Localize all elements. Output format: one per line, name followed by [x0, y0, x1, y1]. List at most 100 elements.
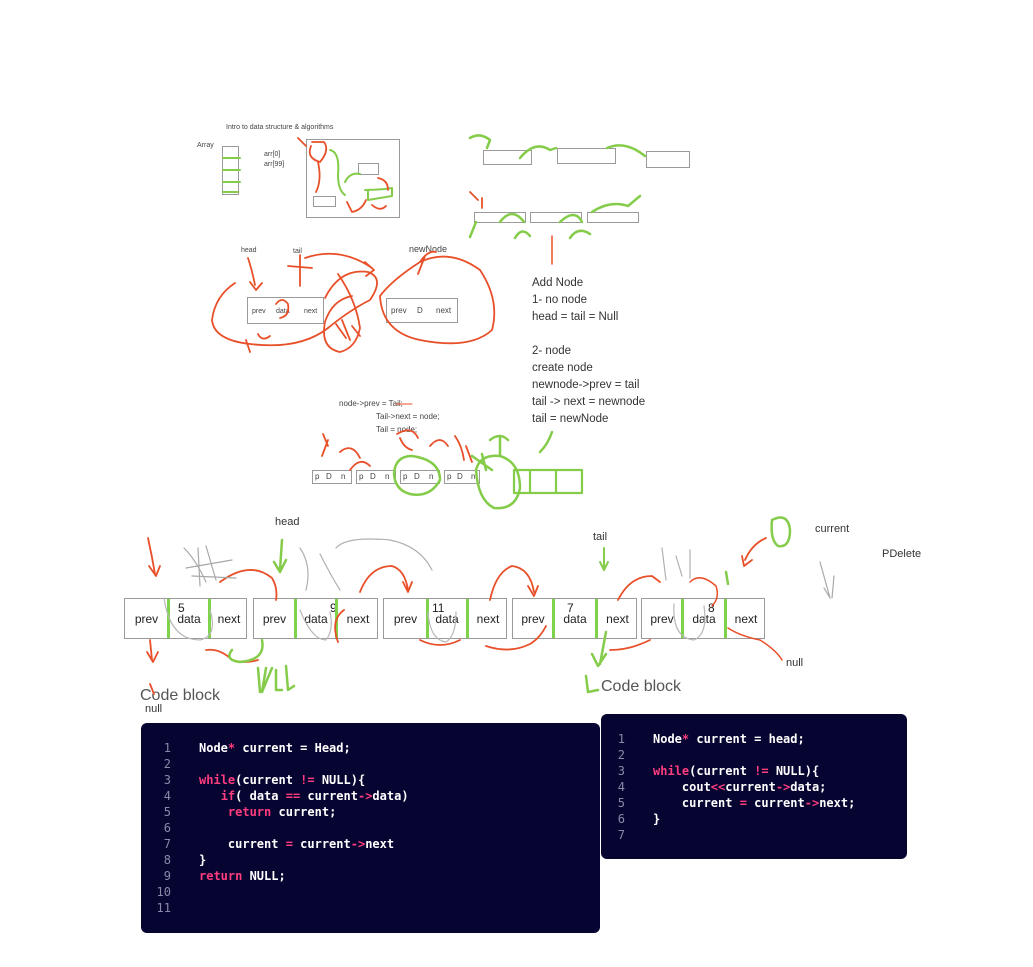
- code-line: Node* current = Head;: [199, 741, 351, 755]
- sketch-prev: prev: [252, 308, 266, 315]
- node-prev: prev: [134, 611, 159, 626]
- sketch-prev: prev: [391, 306, 407, 315]
- array-box: [222, 146, 239, 195]
- code-line: return NULL;: [199, 869, 286, 883]
- mini-node: p D n: [312, 470, 352, 484]
- arr-last-label: arr[99]: [264, 161, 285, 168]
- node-next: next: [346, 611, 370, 626]
- linked-box: [557, 148, 616, 164]
- small-code-line: node->prev = Tail;: [339, 399, 403, 408]
- null-left-label: null: [145, 703, 163, 715]
- pdelete-label: PDelete: [882, 548, 922, 560]
- code-line: Node* current = head;: [653, 732, 805, 746]
- mini-prev: p: [403, 472, 408, 481]
- code-block-right: 1 2 3 4 5 6 7 Node* current = head; whil…: [601, 714, 907, 859]
- array-label: Array: [197, 142, 214, 149]
- note-line: 1- no node: [532, 294, 587, 306]
- code-block-title-right: Code block: [601, 678, 682, 695]
- mini-node: p D n: [356, 470, 396, 484]
- line-number: 5: [163, 805, 171, 819]
- list-node: prev 8 data next: [641, 598, 765, 639]
- note-line: tail -> next = newnode: [532, 396, 646, 408]
- memory-cell: [313, 196, 336, 207]
- node-data: data: [563, 611, 587, 626]
- line-number: 9: [163, 869, 171, 883]
- mini-node: p D n: [444, 470, 480, 484]
- code-line: return current;: [227, 805, 337, 819]
- code-line: current = current->next;: [653, 796, 856, 810]
- sketch-node: prev data next: [247, 297, 324, 324]
- node-divider: [552, 599, 555, 638]
- note-line: [532, 326, 645, 343]
- node-divider: [466, 599, 469, 638]
- current-label: current: [815, 523, 850, 535]
- line-number: 7: [163, 837, 171, 851]
- code-line: if( data == current->data): [220, 789, 409, 803]
- mini-next: n: [429, 472, 434, 481]
- node-prev: prev: [393, 611, 418, 626]
- line-number: 4: [617, 780, 625, 794]
- mini-data: D: [457, 472, 463, 481]
- tail-label: tail: [593, 531, 608, 543]
- code-line: current = current->next: [199, 837, 395, 851]
- dll-box: [530, 212, 582, 223]
- sketch-data: D: [417, 306, 423, 315]
- line-number: 5: [617, 796, 625, 810]
- mini-prev: p: [359, 472, 364, 481]
- list-node: prev 9 data next: [253, 598, 378, 639]
- line-number: 10: [156, 885, 171, 899]
- node-next: next: [734, 611, 758, 626]
- line-number: 3: [163, 773, 171, 787]
- small-code-line: Tail->next = node;: [376, 412, 440, 421]
- line-number: 11: [156, 901, 171, 915]
- node-data: data: [304, 611, 328, 626]
- node-prev: prev: [650, 611, 674, 626]
- node-divider: [724, 599, 727, 638]
- mini-data: D: [414, 472, 420, 481]
- code-block-title-left: Code block: [140, 687, 221, 704]
- mini-next: n: [341, 472, 346, 481]
- list-node: prev 5 data next: [124, 598, 247, 639]
- code-line: }: [199, 853, 207, 867]
- line-number: 2: [163, 757, 171, 771]
- node-divider: [294, 599, 297, 638]
- mini-node: p D n: [400, 470, 440, 484]
- mini-next: n: [471, 472, 476, 481]
- node-divider: [595, 599, 598, 638]
- intro-title: Intro to data structure & algorithms: [226, 124, 334, 131]
- line-number: 4: [163, 789, 171, 803]
- note-line: newnode->prev = tail: [532, 379, 640, 391]
- mini-prev: p: [447, 472, 452, 481]
- node-data: data: [177, 611, 201, 626]
- line-number: 1: [617, 732, 625, 746]
- linked-box: [483, 150, 532, 165]
- sketch-next: next: [436, 306, 452, 315]
- dll-box: [587, 212, 639, 223]
- code-line: while(current != NULL){: [199, 773, 366, 787]
- memory-cell: [358, 163, 379, 175]
- node-next: next: [476, 611, 500, 626]
- node-next: next: [217, 611, 241, 626]
- code-block-left: 1 2 3 4 5 6 7 8 9 10 11 Node* current = …: [141, 723, 600, 933]
- sketch-head-label: head: [241, 247, 257, 254]
- node-value: 7: [567, 601, 574, 615]
- node-data: data: [435, 611, 459, 626]
- mini-data: D: [326, 472, 332, 481]
- linked-box: [646, 151, 690, 168]
- dll-box: [474, 212, 526, 223]
- node-next: next: [606, 611, 629, 626]
- sketch-data: data: [276, 308, 290, 315]
- note-line: create node: [532, 362, 593, 374]
- mini-next: n: [385, 472, 390, 481]
- list-node: prev 7 data next: [512, 598, 637, 639]
- code-line: while(current != NULL){: [653, 764, 820, 778]
- note-line: head = tail = Null: [532, 311, 619, 323]
- line-number: 1: [163, 741, 171, 755]
- head-label: head: [275, 516, 300, 528]
- line-number: 6: [617, 812, 625, 826]
- sketch-newnode-label: newNode: [409, 244, 448, 254]
- sketch-next: next: [304, 308, 318, 315]
- mini-prev: p: [315, 472, 320, 481]
- node-data: data: [692, 611, 716, 626]
- add-node-notes: Add Node 1- no node head = tail = Null 2…: [532, 275, 645, 428]
